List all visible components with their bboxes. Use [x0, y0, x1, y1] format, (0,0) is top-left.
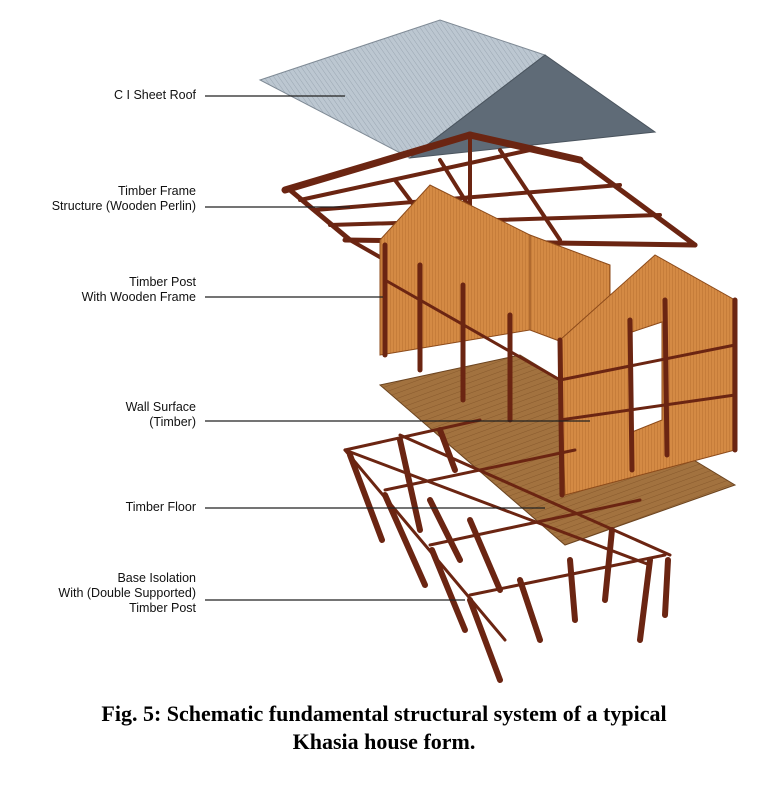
figure-caption: Fig. 5: Schematic fundamental structural…: [0, 700, 768, 756]
label-timber-post-line1: Timber Post: [129, 275, 196, 289]
label-timber-frame-line1: Timber Frame: [117, 184, 196, 198]
label-wall-surface-line2: (Timber): [149, 415, 196, 429]
label-timber-floor-line1: Timber Floor: [125, 500, 196, 514]
label-base-isolation-line2: With (Double Supported): [58, 586, 196, 600]
label-ci-sheet-roof: C I Sheet Roof: [114, 88, 196, 103]
label-timber-frame: Timber Frame Structure (Wooden Perlin): [52, 184, 196, 214]
leader-lines: [205, 95, 590, 601]
label-timber-frame-line2: Structure (Wooden Perlin): [51, 199, 196, 213]
label-wall-surface: Wall Surface (Timber): [126, 400, 196, 430]
label-timber-floor: Timber Floor: [126, 500, 196, 515]
label-timber-post: Timber Post With Wooden Frame: [82, 275, 196, 305]
timber-walls: [379, 184, 738, 498]
label-wall-surface-line1: Wall Surface: [125, 400, 196, 414]
base-isolation-posts: [343, 418, 672, 683]
label-timber-post-line2: With Wooden Frame: [81, 290, 196, 304]
timber-floor: [378, 354, 737, 546]
label-base-isolation: Base Isolation With (Double Supported) T…: [58, 571, 196, 616]
figure-caption-line1: Fig. 5: Schematic fundamental structural…: [101, 701, 667, 726]
figure-caption-line2: Khasia house form.: [292, 729, 476, 754]
label-ci-sheet-roof-line1: C I Sheet Roof: [114, 88, 196, 102]
label-base-isolation-line1: Base Isolation: [117, 571, 196, 585]
label-base-isolation-line3: Timber Post: [129, 601, 196, 615]
